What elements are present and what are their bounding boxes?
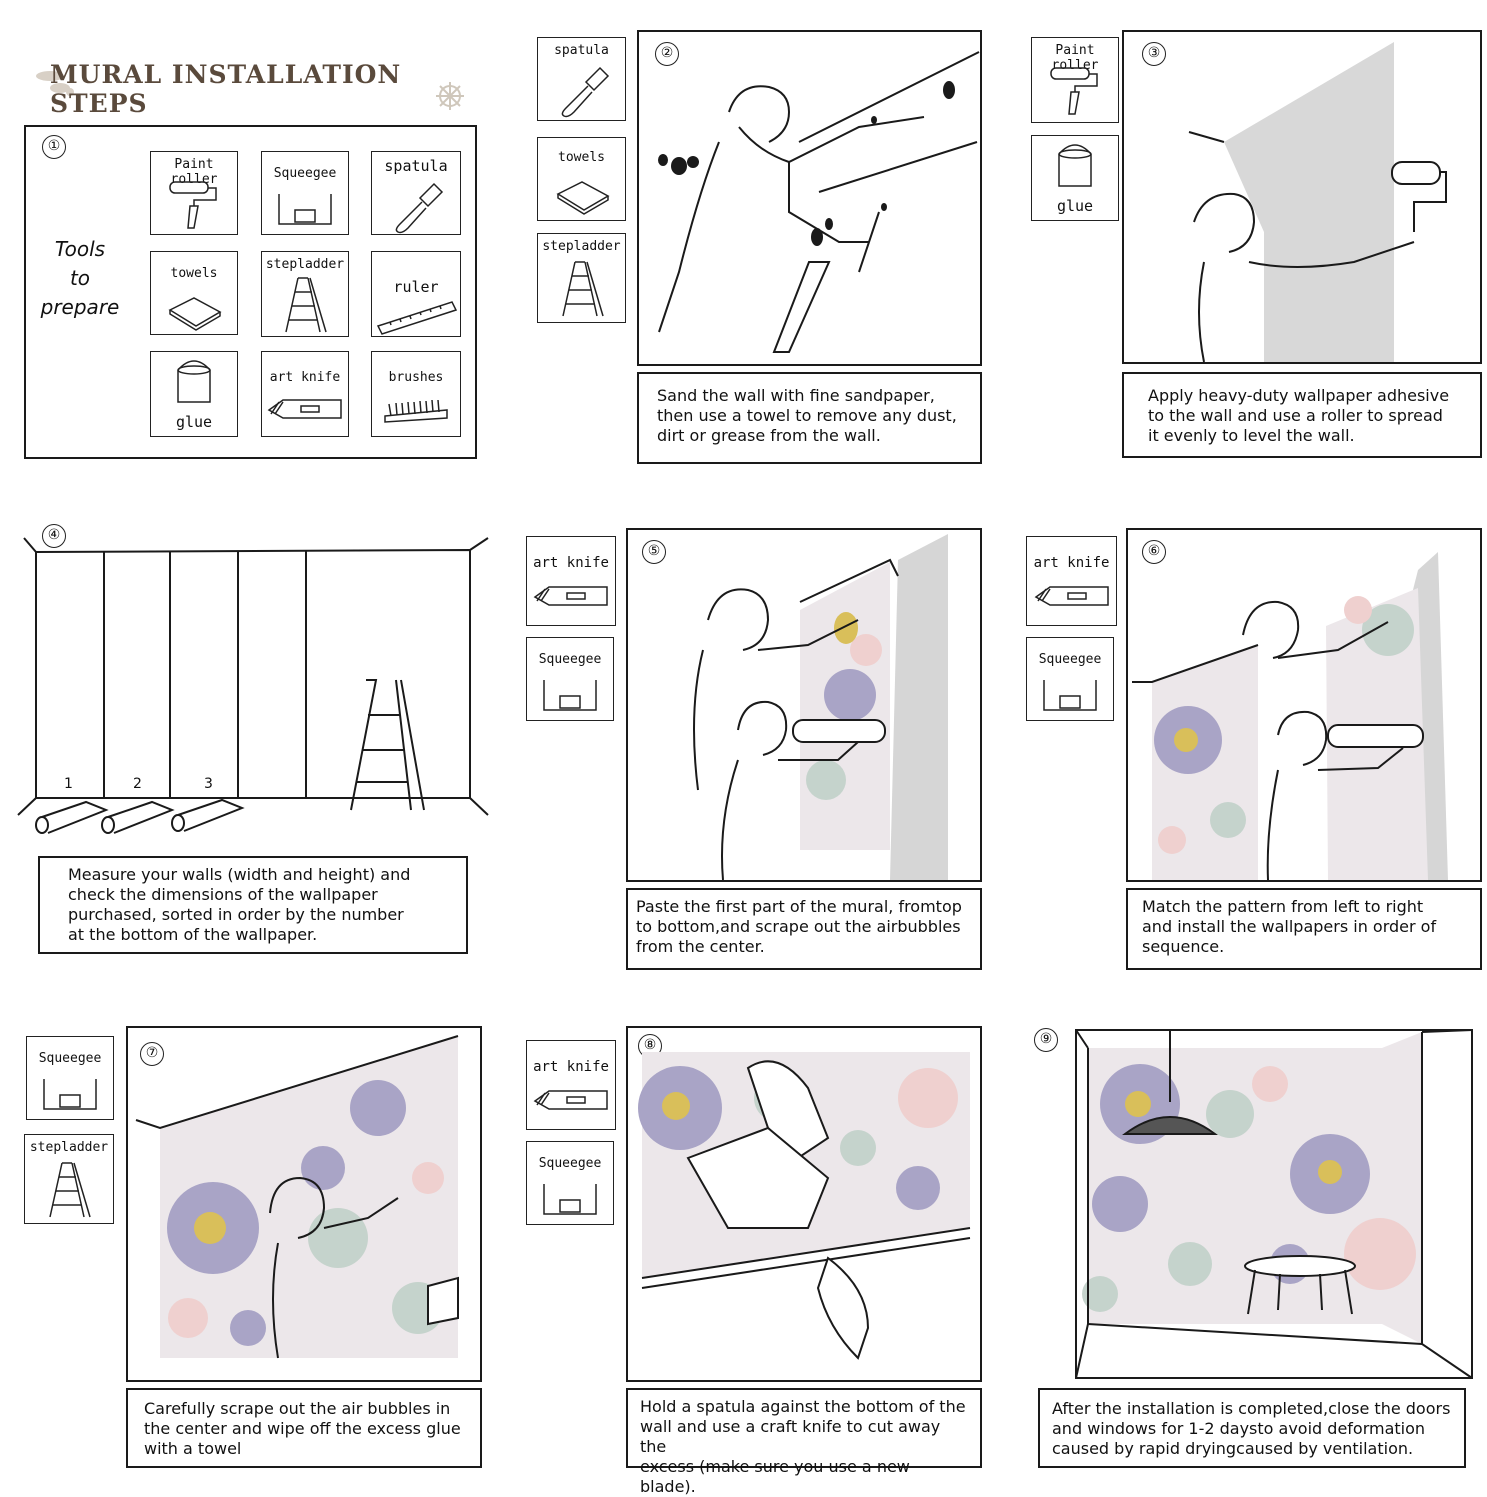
tool-glue: glue: [150, 351, 238, 437]
stepladder-icon: [49, 1162, 91, 1218]
step-7-panel: ⑦: [126, 1026, 482, 1382]
glue-bucket-icon: [177, 360, 211, 403]
step-number: ③: [1142, 42, 1166, 66]
roll-number: 3: [204, 776, 213, 792]
side-tool-towels: towels: [537, 137, 626, 221]
side-tool-art-knife: art knife: [1026, 536, 1117, 626]
paint-roller-icon: [169, 181, 217, 229]
side-tool-stepladder: stepladder: [24, 1134, 114, 1224]
ruler-icon: [376, 301, 458, 335]
art-knife-icon: [267, 399, 342, 419]
spatula-icon: [561, 66, 609, 118]
step-3-panel: ③: [1122, 30, 1482, 364]
step-2-caption: Sand the wall with fine sandpaper, then …: [637, 372, 982, 464]
art-knife-icon: [533, 586, 608, 606]
tool-art-knife: art knife: [261, 351, 349, 437]
squeegee-icon: [543, 1184, 597, 1215]
step-number: ⑤: [642, 540, 666, 564]
tool-towels: towels: [150, 251, 238, 335]
side-tool-glue: glue: [1031, 135, 1119, 221]
step-8-panel: ⑧: [626, 1026, 982, 1382]
step-3-caption: Apply heavy-duty wallpaper adhesive to t…: [1122, 372, 1482, 458]
page-title: MURAL INSTALLATION STEPS: [50, 60, 402, 118]
adhesive-illustration: [1188, 42, 1447, 362]
roll-number: 1: [64, 776, 73, 792]
trim-excess-illustration: [638, 1052, 971, 1360]
glue-bucket-icon: [1058, 144, 1092, 187]
title-decoration-left: [30, 62, 90, 102]
brushes-icon: [384, 399, 448, 423]
side-tool-squeegee: Squeegee: [526, 637, 614, 721]
step-5-panel: ⑤: [626, 528, 982, 882]
step-number: ①: [42, 135, 66, 159]
tool-brushes: brushes: [371, 351, 461, 437]
finished-room-illustration: [1075, 1029, 1473, 1379]
side-tool-stepladder: stepladder: [537, 233, 626, 323]
step-2-panel: ②: [637, 30, 982, 366]
art-knife-icon: [1034, 586, 1109, 606]
sanding-illustration: [658, 51, 980, 353]
step-5-caption: Paste the first part of the mural, fromt…: [626, 888, 982, 970]
step-6-panel: ⑥: [1126, 528, 1482, 882]
art-knife-icon: [533, 1090, 608, 1110]
spatula-icon: [395, 182, 444, 234]
match-pattern-illustration: [1132, 552, 1448, 880]
tool-spatula: spatula: [371, 151, 461, 235]
squeegee-icon: [43, 1079, 97, 1110]
step-7-caption: Carefully scrape out the air bubbles in …: [126, 1388, 482, 1468]
step-8-caption: Hold a spatula against the bottom of the…: [626, 1388, 982, 1496]
step-number: ④: [42, 524, 66, 548]
scrape-bubbles-illustration: [135, 1035, 459, 1359]
step-9-panel: ⑨: [1030, 1024, 1486, 1384]
tool-stepladder: stepladder: [261, 251, 349, 337]
step-4-panel: ④ 1 2 3: [16, 520, 494, 840]
side-tool-paint-roller: Paint roller: [1031, 37, 1119, 123]
towels-icon: [168, 297, 222, 331]
step-number: ⑥: [1142, 540, 1166, 564]
squeegee-icon: [1043, 680, 1097, 711]
roll-number: 2: [133, 776, 142, 792]
stepladder-icon: [285, 277, 327, 333]
squeegee-icon: [543, 680, 597, 711]
title-decoration-right: [425, 76, 475, 116]
side-tool-squeegee: Squeegee: [26, 1036, 114, 1120]
side-tool-squeegee: Squeegee: [526, 1141, 614, 1225]
step-number: ⑨: [1034, 1028, 1058, 1052]
tool-paint-roller: Paint roller: [150, 151, 238, 235]
step-1-panel: ① Tools to prepare Paint roller Squeegee…: [24, 125, 477, 459]
side-tool-art-knife: art knife: [526, 536, 616, 626]
step-9-caption: After the installation is completed,clos…: [1038, 1388, 1466, 1468]
towels-icon: [555, 181, 610, 215]
paint-roller-icon: [1050, 67, 1098, 115]
tool-ruler: ruler: [371, 251, 461, 337]
tools-heading: Tools to prepare: [40, 237, 120, 319]
wall-measurement-illustration: [17, 537, 489, 834]
step-number: ②: [655, 42, 679, 66]
side-tool-art-knife: art knife: [526, 1040, 616, 1130]
step-4-caption: Measure your walls (width and height) an…: [38, 856, 468, 954]
step-6-caption: Match the pattern from left to right and…: [1126, 888, 1482, 970]
tool-squeegee: Squeegee: [261, 151, 349, 235]
side-tool-spatula: spatula: [537, 37, 626, 121]
side-tool-squeegee: Squeegee: [1026, 637, 1114, 721]
squeegee-icon: [278, 194, 332, 225]
stepladder-icon: [561, 261, 604, 317]
paste-first-panel-illustration: [693, 534, 948, 880]
step-number: ⑦: [140, 1042, 164, 1066]
